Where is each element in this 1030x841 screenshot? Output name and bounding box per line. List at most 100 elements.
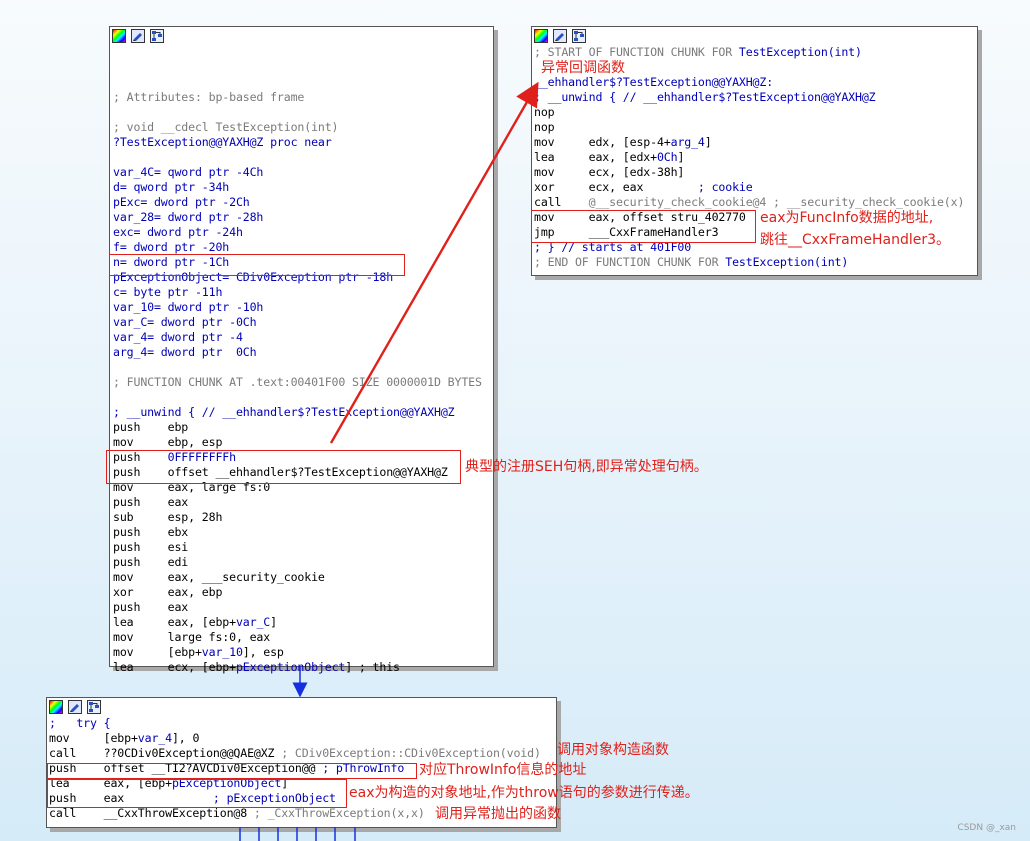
- code-line[interactable]: push ebp: [113, 420, 493, 435]
- code-token: @__security_check_cookie@4 ; __security_…: [588, 195, 965, 209]
- edit-block-icon[interactable]: [68, 700, 82, 714]
- code-token: lea eax, [ebp+: [113, 615, 236, 629]
- code-line[interactable]: ; FUNCTION CHUNK AT .text:00401F00 SIZE …: [113, 375, 493, 390]
- code-line[interactable]: f= dword ptr -20h: [113, 240, 493, 255]
- code-token: jmp ___CxxFrameHandler3: [534, 225, 719, 239]
- code-token: push ebx: [113, 525, 189, 539]
- code-line[interactable]: nop: [534, 120, 977, 135]
- code-line[interactable]: var_28= dword ptr -28h: [113, 210, 493, 225]
- code-line[interactable]: ; __unwind { // __ehhandler$?TestExcepti…: [534, 90, 977, 105]
- annotation-handler-title: 异常回调函数: [541, 60, 625, 76]
- edit-block-icon[interactable]: [553, 29, 567, 43]
- code-token: n= dword ptr -1Ch: [113, 255, 230, 269]
- code-line[interactable]: pExceptionObject= CDiv0Exception ptr -18…: [113, 270, 493, 285]
- code-line[interactable]: mov edx, [esp-4+arg_4]: [534, 135, 977, 150]
- code-line[interactable]: d= qword ptr -34h: [113, 180, 493, 195]
- code-token: ] ; this: [345, 660, 400, 674]
- code-block-main[interactable]: ; Attributes: bp-based frame ; void __cde…: [109, 26, 494, 674]
- code-token: ; cookie: [697, 180, 753, 194]
- code-line[interactable]: ; void __cdecl TestException(int): [113, 120, 493, 135]
- code-line[interactable]: var_4= dword ptr -4: [113, 330, 493, 345]
- code-line[interactable]: mov eax, offset stru_402770: [534, 210, 977, 225]
- code-line[interactable]: push edi: [113, 555, 493, 570]
- code-line[interactable]: ; END OF FUNCTION CHUNK FOR TestExceptio…: [534, 255, 977, 270]
- code-token: lea eax, [edx+: [534, 150, 657, 164]
- code-line[interactable]: call @__security_check_cookie@4 ; __secu…: [534, 195, 977, 210]
- graph-view-icon[interactable]: [150, 29, 164, 43]
- code-line[interactable]: lea eax, [edx+0Ch]: [534, 150, 977, 165]
- code-line[interactable]: lea eax, [ebp+var_C]: [113, 615, 493, 630]
- code-line[interactable]: ; } // starts at 401F00: [534, 240, 977, 255]
- code-line[interactable]: var_10= dword ptr -10h: [113, 300, 493, 315]
- code-token: mov eax, ___security_cookie: [113, 570, 325, 584]
- code-line[interactable]: nop: [534, 105, 977, 120]
- code-line[interactable]: mov ebp, esp: [113, 435, 493, 450]
- code-token: ], 0: [171, 731, 200, 745]
- code-line[interactable]: call ??0CDiv0Exception@@QAE@XZ ; CDiv0Ex…: [49, 746, 556, 761]
- code-token: ; __unwind { // __ehhandler$?TestExcepti…: [534, 90, 876, 104]
- code-token: push edi: [113, 555, 189, 569]
- code-line[interactable]: var_4C= qword ptr -4Ch: [113, 165, 493, 180]
- code-token: ]: [704, 135, 712, 149]
- code-line[interactable]: push offset __TI2?AVCDiv0Exception@@ ; p…: [49, 761, 556, 776]
- code-line[interactable]: push esi: [113, 540, 493, 555]
- code-line[interactable]: lea ecx, [ebp+pExceptionObject] ; this: [113, 660, 493, 675]
- code-line[interactable]: push eax ; pExceptionObject: [49, 791, 556, 806]
- code-token: ]: [677, 150, 685, 164]
- code-line[interactable]: mov [ebp+var_10], esp: [113, 645, 493, 660]
- code-token: xor ecx, eax: [534, 180, 698, 194]
- code-line[interactable]: mov large fs:0, eax: [113, 630, 493, 645]
- highlight-pexceptionobject: [109, 254, 405, 276]
- code-line[interactable]: push 0FFFFFFFFh: [113, 450, 493, 465]
- graph-view-icon[interactable]: [87, 700, 101, 714]
- code-block-ehhandler[interactable]: ; START OF FUNCTION CHUNK FOR TestExcept…: [531, 26, 978, 276]
- code-token: var_28= dword ptr -28h: [113, 210, 264, 224]
- code-line[interactable]: ?TestException@@YAXH@Z proc near: [113, 135, 493, 150]
- code-line[interactable]: mov [ebp+var_4], 0: [49, 731, 556, 746]
- code-line[interactable]: var_C= dword ptr -0Ch: [113, 315, 493, 330]
- code-token: var_C: [235, 615, 271, 629]
- code-token: ; void __cdecl TestException(int): [113, 120, 339, 134]
- code-line[interactable]: ; Attributes: bp-based frame: [113, 90, 493, 105]
- code-line[interactable]: __ehhandler$?TestException@@YAXH@Z:: [534, 75, 977, 90]
- code-line[interactable]: n= dword ptr -1Ch: [113, 255, 493, 270]
- code-line[interactable]: mov ecx, [edx-38h]: [534, 165, 977, 180]
- code-token: call: [534, 195, 589, 209]
- code-line[interactable]: xor eax, ebp: [113, 585, 493, 600]
- code-line[interactable]: ; START OF FUNCTION CHUNK FOR TestExcept…: [534, 45, 977, 60]
- color-palette-icon[interactable]: [112, 29, 126, 43]
- code-token: mov [ebp+: [113, 645, 202, 659]
- disassembly-listing[interactable]: ; START OF FUNCTION CHUNK FOR TestExcept…: [532, 45, 977, 270]
- disassembly-listing[interactable]: ; Attributes: bp-based frame ; void __cde…: [110, 45, 493, 675]
- code-line[interactable]: push ebx: [113, 525, 493, 540]
- code-line[interactable]: exc= dword ptr -24h: [113, 225, 493, 240]
- graph-view-icon[interactable]: [572, 29, 586, 43]
- color-palette-icon[interactable]: [534, 29, 548, 43]
- code-line[interactable]: push eax: [113, 600, 493, 615]
- code-line[interactable]: pExc= dword ptr -2Ch: [113, 195, 493, 210]
- code-line[interactable]: c= byte ptr -11h: [113, 285, 493, 300]
- code-token: var_10= dword ptr -10h: [113, 300, 264, 314]
- color-palette-icon[interactable]: [49, 700, 63, 714]
- annotation-call-throw: 调用异常抛出的函数: [435, 806, 561, 822]
- code-line[interactable]: jmp ___CxxFrameHandler3: [534, 225, 977, 240]
- code-token: ; pExceptionObject: [212, 791, 336, 805]
- code-token: nop: [534, 105, 555, 119]
- code-line[interactable]: push offset __ehhandler$?TestException@@…: [113, 465, 493, 480]
- code-line[interactable]: ; try {: [49, 716, 556, 731]
- code-token: arg_4= dword ptr 0Ch: [113, 345, 257, 359]
- code-line[interactable]: xor ecx, eax ; cookie: [534, 180, 977, 195]
- code-line[interactable]: push eax: [113, 495, 493, 510]
- code-line[interactable]: mov eax, ___security_cookie: [113, 570, 493, 585]
- code-line[interactable]: sub esp, 28h: [113, 510, 493, 525]
- code-line[interactable]: call __CxxThrowException@8 ; _CxxThrowEx…: [49, 806, 556, 821]
- code-token: ; __unwind { // __ehhandler$?TestExcepti…: [113, 405, 455, 419]
- highlight-seh-register: [106, 450, 461, 484]
- highlight-funcinfo: [531, 210, 756, 243]
- code-line[interactable]: ; __unwind { // __ehhandler$?TestExcepti…: [113, 405, 493, 420]
- outgoing-edges[interactable]: [239, 827, 356, 841]
- edit-block-icon[interactable]: [131, 29, 145, 43]
- code-token: mov ecx, [edx-38h]: [534, 165, 685, 179]
- code-line[interactable]: arg_4= dword ptr 0Ch: [113, 345, 493, 360]
